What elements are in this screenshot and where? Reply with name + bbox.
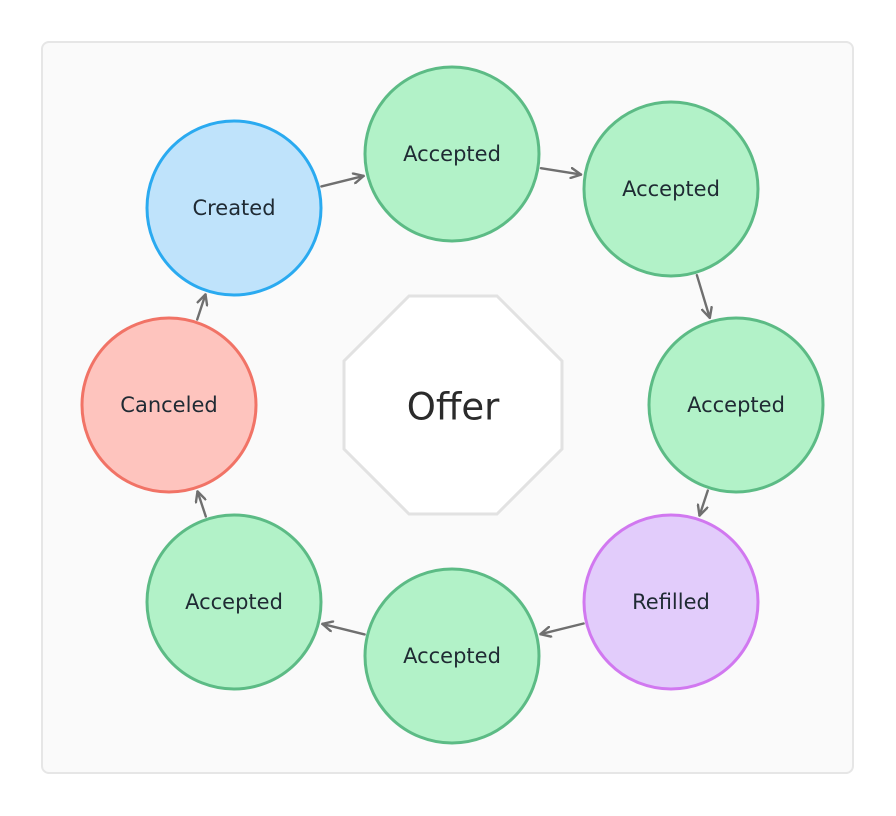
arrow-4-to-5 (700, 489, 709, 517)
arrow-2-to-3 (539, 168, 583, 174)
arrow-8-to-1 (195, 293, 205, 321)
arrow-5-to-6 (539, 622, 585, 635)
node-accepted-4: Accepted (647, 316, 825, 494)
node-accepted-6: Accepted (363, 567, 541, 745)
state-circle (145, 513, 323, 691)
state-label: Accepted (403, 142, 501, 166)
arrow-7-to-8 (198, 490, 208, 518)
state-circle (363, 567, 541, 745)
state-label: Created (192, 196, 275, 220)
state-circle (582, 100, 760, 278)
node-canceled-8: Canceled (80, 316, 258, 494)
node-accepted-3: Accepted (582, 100, 760, 278)
state-circle (582, 513, 760, 691)
state-circle (80, 316, 258, 494)
center-octagon (342, 294, 564, 516)
arrow-1-to-2 (320, 176, 365, 188)
state-circle (363, 65, 541, 243)
node-accepted-7: Accepted (145, 513, 323, 691)
state-label: Accepted (622, 177, 720, 201)
node-created-1: Created (145, 119, 323, 297)
state-label: Refilled (632, 590, 710, 614)
center-node: Offer (342, 294, 564, 516)
state-circle (647, 316, 825, 494)
state-circle (145, 119, 323, 297)
nodes: CreatedAcceptedAcceptedAcceptedRefilledA… (80, 65, 825, 745)
arrow-6-to-7 (321, 624, 366, 636)
arrow-3-to-4 (695, 274, 710, 320)
node-refilled-5: Refilled (582, 513, 760, 691)
center-label: Offer (407, 386, 500, 429)
state-label: Accepted (687, 393, 785, 417)
edges (197, 168, 710, 634)
state-label: Accepted (403, 644, 501, 668)
node-accepted-2: Accepted (363, 65, 541, 243)
state-label: Accepted (185, 590, 283, 614)
state-label: Canceled (120, 393, 217, 417)
